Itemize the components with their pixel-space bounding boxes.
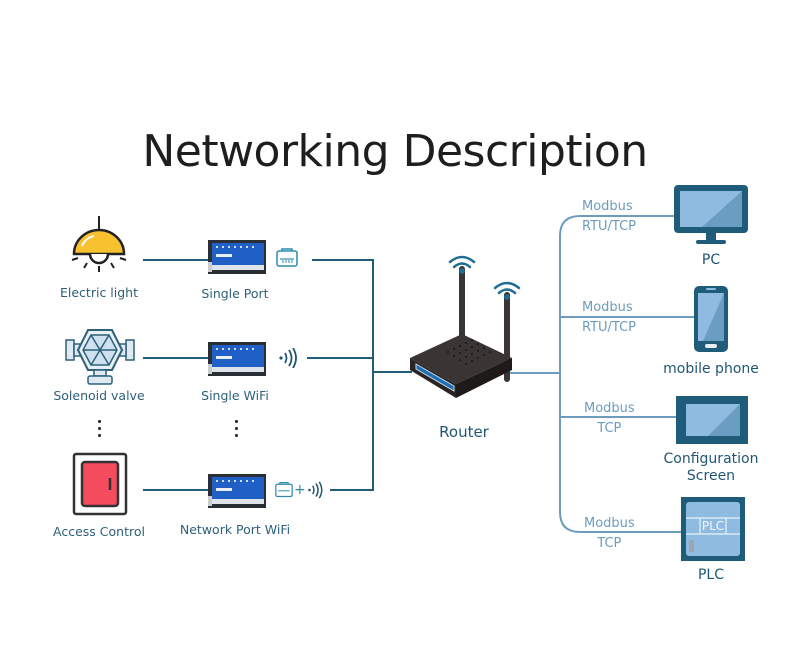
protocol-line2: RTU/TCP xyxy=(582,320,637,335)
configuration-screen-icon xyxy=(674,394,750,446)
plc-icon: PLC xyxy=(680,496,746,562)
label-network-port-wifi: Network Port WiFi xyxy=(179,522,291,537)
ellipsis-sources xyxy=(98,420,102,441)
mobile-phone-icon xyxy=(693,285,729,353)
plc-screen-text: PLC xyxy=(701,519,725,533)
ethernet-port-icon xyxy=(276,248,298,268)
io-module-single-wifi xyxy=(208,342,266,376)
protocol-line2: TCP xyxy=(597,536,622,551)
pendant-lamp-icon xyxy=(68,216,130,276)
label-line2: Screen xyxy=(686,468,736,484)
right-bus-vertical xyxy=(559,215,684,533)
label-line1: Configuration xyxy=(663,451,759,467)
label-single-port: Single Port xyxy=(201,286,269,301)
label-plc: PLC xyxy=(697,567,725,583)
label-single-wifi: Single WiFi xyxy=(201,388,269,403)
ethernet-plus-wifi-icon: + xyxy=(275,480,329,500)
protocol-mobile-phone: Modbus RTU/TCP xyxy=(582,298,636,338)
wifi-signal-icon xyxy=(278,347,300,369)
label-pc: PC xyxy=(701,252,721,268)
protocol-line2: RTU/TCP xyxy=(582,219,637,234)
router-icon xyxy=(404,248,524,408)
io-module-network-port-wifi xyxy=(208,474,266,508)
label-configuration-screen: Configuration Screen xyxy=(650,451,772,485)
protocol-plc: Modbus TCP xyxy=(584,514,635,554)
pc-monitor-icon xyxy=(672,183,752,249)
label-mobile-phone: mobile phone xyxy=(663,361,759,377)
label-router: Router xyxy=(439,423,489,441)
protocol-line1: Modbus xyxy=(584,516,635,531)
io-module-single-port xyxy=(208,240,266,274)
protocol-line1: Modbus xyxy=(582,300,633,315)
solenoid-valve-icon xyxy=(64,328,136,386)
protocol-line1: Modbus xyxy=(582,199,633,214)
wifi-signal-icon xyxy=(307,481,323,499)
protocol-pc: Modbus RTU/TCP xyxy=(582,197,636,237)
label-solenoid-valve: Solenoid valve xyxy=(53,388,145,403)
protocol-line2: TCP xyxy=(597,421,622,436)
label-access-control: Access Control xyxy=(53,524,145,539)
plus-sign: + xyxy=(294,482,306,498)
door-icon xyxy=(72,452,128,516)
ellipsis-modules xyxy=(235,420,239,441)
protocol-configuration-screen: Modbus TCP xyxy=(584,399,635,439)
ethernet-port-icon xyxy=(275,482,293,498)
label-electric-light: Electric light xyxy=(60,285,138,300)
page-title: Networking Description xyxy=(142,126,648,177)
protocol-line1: Modbus xyxy=(584,401,635,416)
